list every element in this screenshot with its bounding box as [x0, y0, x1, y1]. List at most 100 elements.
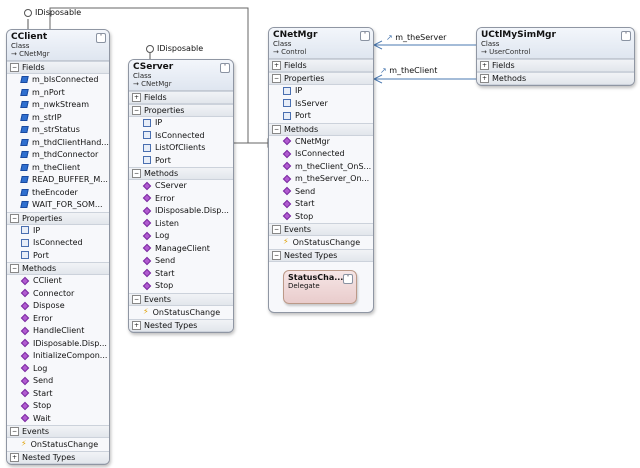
collapse-toggle-icon[interactable]: − — [10, 213, 19, 223]
method-member[interactable]: Log — [129, 230, 233, 243]
method-member[interactable]: Send — [269, 186, 373, 199]
section-header-methods[interactable]: −Methods — [269, 122, 373, 136]
section-header-fields[interactable]: −Fields — [7, 61, 109, 74]
section-header-properties[interactable]: −Properties — [129, 104, 233, 117]
expand-toggle-icon[interactable]: + — [132, 93, 141, 102]
section-header-nested-types[interactable]: −Nested Types — [269, 249, 373, 263]
method-member[interactable]: Connector — [7, 288, 109, 301]
field-member[interactable]: m_strStatus — [7, 124, 109, 137]
method-icon — [142, 256, 152, 265]
method-member[interactable]: Dispose — [7, 300, 109, 313]
cclient-to-cnetmgr-line — [49, 7, 268, 144]
collapse-toggle-icon[interactable]: − — [10, 427, 19, 436]
nested-delegate-box[interactable]: StatusCha...Delegate˅ — [283, 270, 357, 305]
method-member[interactable]: HandleClient — [7, 325, 109, 338]
method-member[interactable]: CNetMgr — [269, 136, 373, 149]
method-member[interactable]: Stop — [269, 211, 373, 224]
section-header-methods[interactable]: +Methods — [477, 72, 634, 85]
collapse-toggle-icon[interactable]: − — [272, 124, 281, 134]
method-member[interactable]: Start — [269, 198, 373, 211]
field-member[interactable]: m_thdConnector — [7, 149, 109, 162]
collapse-toggle-icon[interactable]: − — [10, 264, 19, 273]
collapse-chevron-icon[interactable]: ˄ — [360, 31, 370, 41]
collapse-chevron-icon[interactable]: ˅ — [343, 274, 353, 285]
collapse-chevron-icon[interactable]: ˄ — [96, 33, 106, 43]
section-header-methods[interactable]: −Methods — [7, 262, 109, 275]
collapse-toggle-icon[interactable]: − — [272, 74, 281, 83]
method-member[interactable]: Error — [129, 193, 233, 206]
expand-toggle-icon[interactable]: + — [132, 320, 141, 330]
method-member[interactable]: Send — [7, 375, 109, 388]
collapse-chevron-icon[interactable]: ˄ — [621, 31, 631, 41]
prop-member[interactable]: ListOfClients — [129, 142, 233, 155]
method-member[interactable]: m_theServer_On... — [269, 173, 373, 186]
method-member[interactable]: Stop — [7, 400, 109, 413]
collapse-toggle-icon[interactable]: − — [272, 225, 281, 234]
section-header-methods[interactable]: −Methods — [129, 167, 233, 180]
field-member[interactable]: READ_BUFFER_M... — [7, 174, 109, 187]
section-header-events[interactable]: −Events — [7, 425, 109, 438]
collapse-toggle-icon[interactable]: − — [272, 251, 281, 261]
prop-member[interactable]: Port — [269, 110, 373, 123]
section-header-nested-types[interactable]: +Nested Types — [129, 318, 233, 332]
field-member[interactable]: m_strIP — [7, 112, 109, 125]
expand-toggle-icon[interactable]: + — [480, 61, 489, 70]
field-member[interactable]: WAIT_FOR_SOM... — [7, 199, 109, 212]
method-member[interactable]: m_theClient_OnS... — [269, 161, 373, 174]
expand-toggle-icon[interactable]: + — [10, 453, 19, 463]
method-member[interactable]: Stop — [129, 280, 233, 293]
section-header-fields[interactable]: +Fields — [269, 59, 373, 72]
section-header-fields[interactable]: +Fields — [477, 59, 634, 72]
section-header-fields[interactable]: +Fields — [129, 91, 233, 104]
prop-member[interactable]: IP — [269, 85, 373, 98]
collapse-toggle-icon[interactable]: − — [132, 294, 141, 304]
method-member[interactable]: Wait — [7, 413, 109, 426]
method-icon — [282, 186, 292, 196]
collapse-chevron-icon[interactable]: ˄ — [220, 63, 230, 73]
collapse-toggle-icon[interactable]: − — [132, 169, 141, 178]
collapse-toggle-icon[interactable]: − — [132, 106, 141, 115]
prop-member[interactable]: IP — [7, 225, 109, 238]
method-member[interactable]: Log — [7, 363, 109, 376]
field-member[interactable]: m_bIsConnected — [7, 74, 109, 87]
section-header-events[interactable]: −Events — [129, 292, 233, 306]
method-member[interactable]: Start — [7, 388, 109, 401]
method-member[interactable]: ManageClient — [129, 243, 233, 256]
section-header-properties[interactable]: −Properties — [269, 72, 373, 85]
prop-member[interactable]: Port — [129, 155, 233, 168]
section-header-nested-types[interactable]: +Nested Types — [7, 451, 109, 465]
prop-member[interactable]: IP — [129, 117, 233, 130]
field-member[interactable]: m_nwkStream — [7, 99, 109, 112]
collapse-toggle-icon[interactable]: − — [10, 63, 19, 72]
method-member[interactable]: Start — [129, 268, 233, 281]
event-member[interactable]: ⚡OnStatusChange — [129, 306, 233, 319]
field-member[interactable]: m_theClient — [7, 162, 109, 175]
field-member[interactable]: m_nPort — [7, 87, 109, 100]
prop-member[interactable]: IsConnected — [7, 237, 109, 250]
prop-member[interactable]: Port — [7, 250, 109, 263]
method-member[interactable]: InitializeCompon... — [7, 350, 109, 363]
method-member[interactable]: CClient — [7, 275, 109, 288]
prop-member[interactable]: IsConnected — [129, 130, 233, 143]
section-header-events[interactable]: −Events — [269, 223, 373, 236]
event-member[interactable]: ⚡OnStatusChange — [269, 236, 373, 249]
field-member[interactable]: m_thdClientHand... — [7, 137, 109, 150]
prop-member[interactable]: IsServer — [269, 98, 373, 111]
method-member[interactable]: Listen — [129, 218, 233, 231]
section-header-properties[interactable]: −Properties — [7, 211, 109, 225]
field-member[interactable]: theEncoder — [7, 187, 109, 200]
expand-toggle-icon[interactable]: + — [272, 61, 281, 70]
method-member[interactable]: Send — [129, 255, 233, 268]
event-member[interactable]: ⚡OnStatusChange — [7, 438, 109, 451]
class-name: CServer — [133, 62, 174, 72]
method-member[interactable]: Error — [7, 313, 109, 326]
method-member[interactable]: IDisposable.Disp... — [129, 205, 233, 218]
expand-toggle-icon[interactable]: + — [480, 74, 489, 83]
method-member[interactable]: IDisposable.Disp... — [7, 338, 109, 351]
method-member[interactable]: IsConnected — [269, 148, 373, 161]
method-member[interactable]: CServer — [129, 180, 233, 193]
